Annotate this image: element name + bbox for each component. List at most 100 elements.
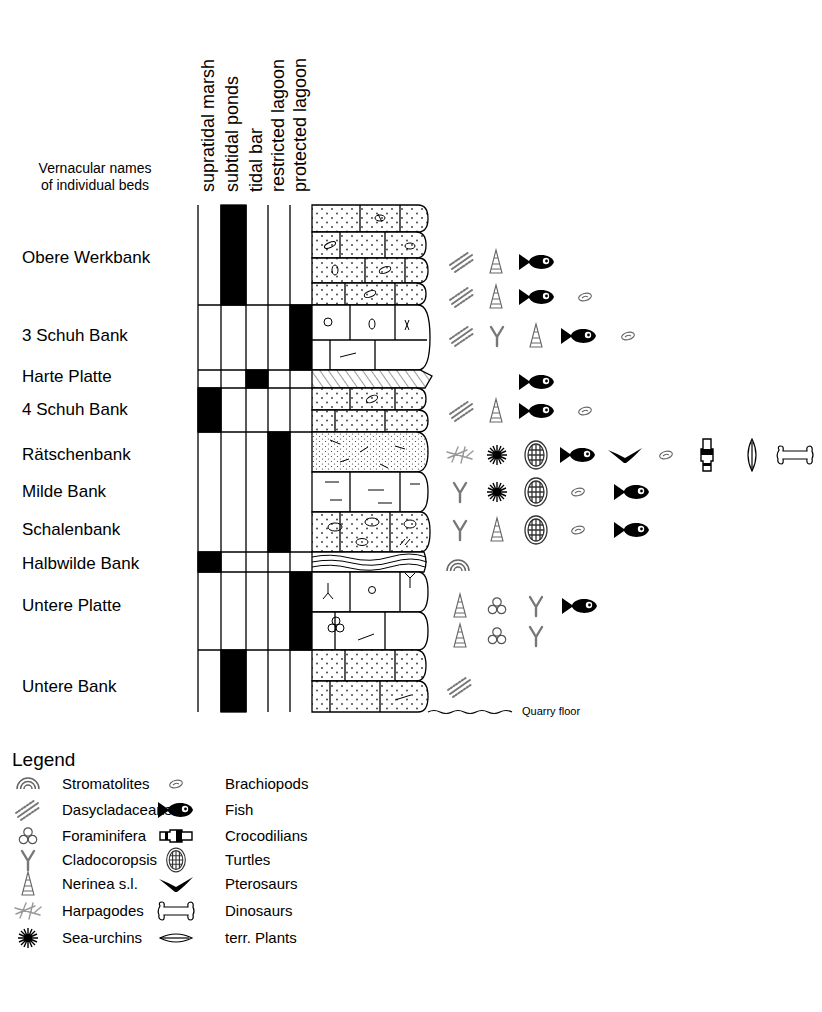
svg-path — [340, 320, 409, 357]
bed-name: Schalenbank — [22, 520, 120, 540]
facies-header: tidal bar — [246, 128, 268, 192]
legend-label: Pterosaurs — [225, 875, 298, 893]
svg-ellipse — [332, 265, 338, 275]
fossil-symbol — [159, 877, 193, 892]
fossil-symbol — [454, 624, 466, 647]
fossil-symbol — [160, 830, 192, 842]
svg-ellipse — [404, 520, 416, 528]
svg-g — [323, 214, 416, 700]
fossil-symbol — [578, 292, 592, 302]
svg-path — [312, 232, 426, 258]
svg-path — [312, 512, 430, 552]
fossil-symbol — [561, 328, 596, 344]
svg-path — [198, 205, 290, 712]
svg-g — [167, 848, 186, 872]
svg-circle — [332, 617, 340, 625]
column-header: Vernacular names of individual beds — [33, 160, 157, 194]
facies-header: protected lagoon — [290, 58, 312, 192]
svg-path — [395, 695, 411, 700]
lithology-column — [312, 205, 432, 712]
fossil-symbol — [777, 446, 813, 464]
bed-name: Untere Platte — [22, 596, 121, 616]
fossil-symbol — [578, 406, 592, 416]
bed-name: Milde Bank — [22, 482, 106, 502]
svg-ellipse — [378, 265, 391, 275]
facies-header: supratidal marsh — [198, 59, 220, 192]
svg-path — [400, 539, 410, 545]
fossil-symbol — [748, 439, 756, 471]
fossil-symbol — [160, 934, 192, 942]
fossil-symbol — [560, 447, 595, 463]
svg-path — [312, 472, 428, 512]
legend-label: Foraminifera — [62, 827, 146, 845]
fossil-symbol — [487, 445, 507, 465]
svg-path — [312, 388, 426, 410]
fossil-symbol — [530, 597, 542, 616]
legend-label: Cladocoropsis — [62, 851, 157, 869]
quarry-floor-label: Quarry floor — [522, 705, 580, 718]
fossil-symbol — [525, 478, 547, 506]
legend-label: Harpagodes — [62, 902, 144, 920]
svg-ellipse — [324, 240, 337, 250]
svg-path — [312, 205, 428, 232]
fossil-symbol — [530, 627, 542, 646]
legend-label: Nerinea s.l. — [62, 875, 138, 893]
fossil-symbol — [447, 447, 473, 463]
fossil-symbol — [519, 289, 554, 305]
fossil-symbol — [659, 450, 673, 460]
fossil-symbol — [167, 848, 186, 872]
fossil-symbol — [158, 902, 194, 920]
facies-header: restricted lagoon — [268, 59, 290, 192]
svg-rect — [290, 572, 312, 650]
fossil-symbol — [450, 287, 474, 307]
svg-ellipse — [365, 518, 379, 526]
svg-rect — [198, 552, 221, 572]
legend-label: Crocodilians — [225, 827, 308, 845]
svg-g — [160, 934, 192, 942]
legend-label: Turtles — [225, 851, 270, 869]
legend-samples — [15, 778, 194, 948]
bed-name: 3 Schuh Bank — [22, 326, 128, 346]
fossil-symbol — [15, 903, 41, 919]
fossil-symbol — [491, 518, 503, 541]
fossil-symbol — [19, 828, 36, 844]
svg-path — [312, 283, 426, 305]
svg-path — [312, 552, 426, 572]
facies-grid — [198, 205, 312, 712]
fossil-symbol — [450, 401, 474, 421]
svg-ellipse — [375, 215, 385, 221]
legend-label: Sea-urchins — [62, 929, 142, 947]
svg-path — [358, 634, 374, 640]
fossil-symbol — [519, 403, 554, 419]
svg-path — [312, 410, 428, 432]
fossil-symbol — [450, 326, 474, 346]
svg-path — [323, 573, 415, 599]
svg-circle — [369, 587, 376, 594]
svg-path — [312, 554, 427, 570]
fossil-symbol — [491, 327, 503, 346]
svg-path — [312, 205, 427, 712]
quarry-floor-line — [428, 711, 512, 714]
fossil-symbol — [447, 560, 469, 571]
svg-ellipse — [369, 319, 375, 329]
svg-rect — [198, 388, 221, 432]
svg-path — [312, 612, 428, 650]
fossil-symbol — [490, 285, 502, 308]
bed-name: Untere Bank — [22, 677, 117, 697]
fossil-symbol — [519, 374, 554, 390]
fossil-symbol — [530, 324, 542, 347]
fossil-symbol — [448, 677, 472, 697]
facies-header: subtidal ponds — [222, 76, 244, 192]
svg-rect — [268, 432, 290, 552]
fossil-symbol — [454, 594, 466, 617]
svg-path — [378, 214, 382, 222]
fossil-symbol — [169, 779, 183, 789]
svg-path — [312, 370, 432, 388]
svg-circle — [324, 318, 332, 326]
svg-path — [325, 440, 420, 503]
fossil-symbol — [519, 254, 554, 270]
fossil-symbol — [487, 482, 507, 502]
bed-name: Harte Platte — [22, 367, 112, 387]
fossil-symbol — [454, 521, 466, 540]
fossil-symbol — [18, 928, 38, 948]
